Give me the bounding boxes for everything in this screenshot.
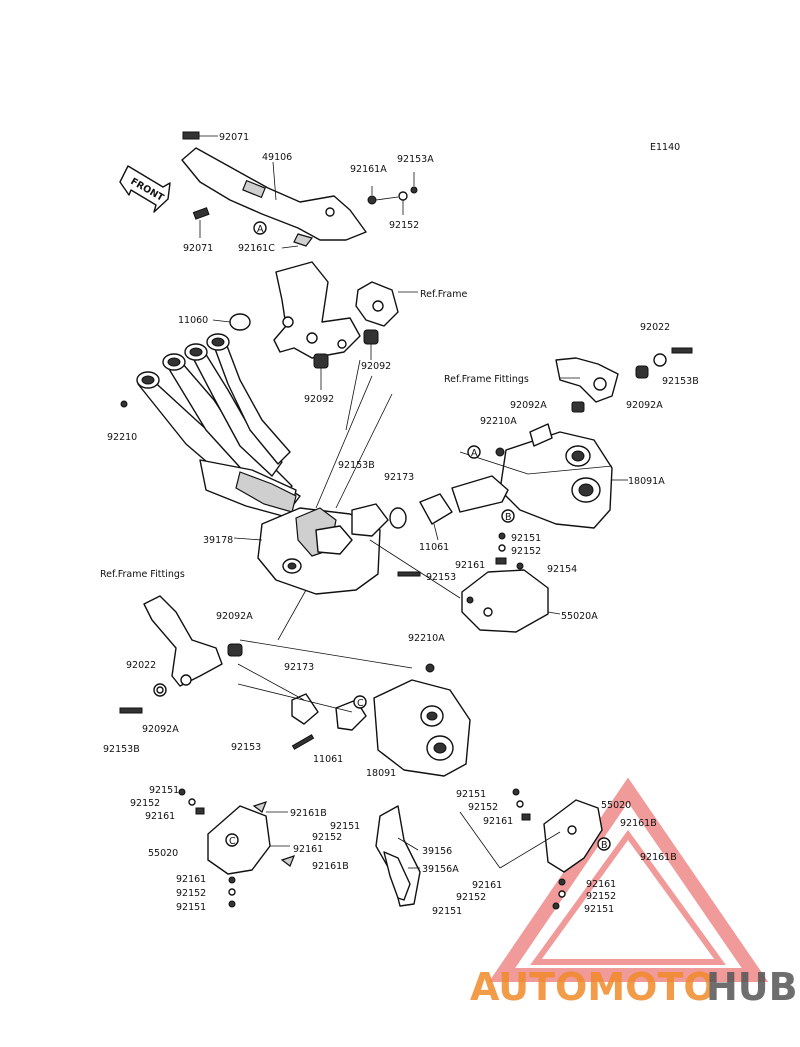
part-label: 92092 (361, 361, 391, 372)
part-label: 92151 (149, 785, 179, 796)
part-label: 92071 (183, 243, 213, 254)
part-label: Ref.Frame (420, 289, 467, 300)
part-label: 92152 (456, 892, 486, 903)
part-label: 92152 (312, 832, 342, 843)
heat-guard-49106 (181, 147, 367, 247)
muffler-18091A (451, 423, 628, 529)
callout-c-mid: C (357, 698, 364, 709)
exhaust-header-pipes (120, 333, 301, 519)
part-label: 92152 (468, 802, 498, 813)
part-label: 92151 (584, 904, 614, 915)
part-label: 92151 (456, 789, 486, 800)
part-label: 55020 (148, 848, 178, 859)
part-label: 92092A (142, 724, 179, 735)
part-label: 92161B (290, 808, 327, 819)
part-label: 18091 (366, 768, 396, 779)
part-label: 92151 (176, 902, 206, 913)
part-label: 11061 (313, 754, 343, 765)
part-label: 92161 (483, 816, 513, 827)
part-label: 92161 (455, 560, 485, 571)
part-label: 92153B (662, 376, 699, 387)
leader-lines (237, 359, 613, 713)
part-label: 92092A (216, 611, 253, 622)
part-label: 18091A (628, 476, 665, 487)
part-label: 92161B (620, 818, 657, 829)
part-label: 55020A (561, 611, 598, 622)
connector-pipe-11061-right (351, 493, 453, 541)
callout-a-top: A (257, 224, 264, 235)
watermark-text: AUTOMOTO HUB (470, 965, 798, 1009)
part-label: 92152 (130, 798, 160, 809)
part-label: 39156A (422, 864, 459, 875)
callout-b-mid: B (505, 512, 512, 523)
part-label: 92161 (176, 874, 206, 885)
part-label: 92092A (626, 400, 663, 411)
part-label: 92161C (238, 243, 275, 254)
muffler-18091 (291, 679, 471, 777)
part-label: 92092A (510, 400, 547, 411)
part-label: 92161 (145, 811, 175, 822)
small-hardware-mid (397, 447, 524, 673)
heat-guard-55020A (461, 569, 561, 633)
part-labels: E1140 92071 49106 92161A 92153A 92152 92… (100, 132, 699, 917)
part-label: 92151 (511, 533, 541, 544)
part-label: 92153 (231, 742, 261, 753)
part-label: 92210 (107, 432, 137, 443)
part-label: 92022 (640, 322, 670, 333)
pre-chamber-39178 (233, 507, 381, 595)
part-label: 92151 (432, 906, 462, 917)
callout-a-mid: A (471, 448, 478, 459)
diagram-code: E1140 (650, 142, 680, 153)
part-label: Ref.Frame Fittings (100, 569, 185, 580)
part-label: 92152 (586, 891, 616, 902)
part-label: 92210A (480, 416, 517, 427)
part-label: 39156 (422, 846, 452, 857)
part-label: 92210A (408, 633, 445, 644)
bolt-92071-top (182, 131, 218, 140)
part-label: 92152 (389, 220, 419, 231)
part-label: 92154 (547, 564, 577, 575)
part-label: 49106 (262, 152, 292, 163)
part-label: 92152 (511, 546, 541, 557)
part-label: 11060 (178, 315, 208, 326)
gasket-11060 (212, 313, 251, 331)
watermark-part2: HUB (706, 965, 798, 1009)
part-label: 92173 (284, 662, 314, 673)
part-label: 92173 (384, 472, 414, 483)
part-label: 39178 (203, 535, 233, 546)
callout-b-low: B (601, 840, 608, 851)
frame-bracket (273, 261, 418, 359)
frame-fittings-left (119, 595, 243, 714)
part-label: 92161A (350, 164, 387, 175)
part-label: 92153A (397, 154, 434, 165)
part-label: 92022 (126, 660, 156, 671)
rubber-92092-pair (313, 329, 379, 390)
heat-guard-39156 (375, 805, 421, 907)
watermark-part1: AUTOMOTO (470, 965, 716, 1009)
front-arrow: FRONT (119, 165, 171, 213)
part-label: 92153B (103, 744, 140, 755)
part-label: 92092 (304, 394, 334, 405)
part-label: 11061 (419, 542, 449, 553)
frame-fittings-right (555, 347, 693, 413)
part-label: 92153 (426, 572, 456, 583)
part-label: 92161 (586, 879, 616, 890)
part-label: 92161B (312, 861, 349, 872)
callout-c-low: C (229, 836, 236, 847)
heat-guard-55020-right (459, 788, 603, 910)
part-label: 92161 (293, 844, 323, 855)
part-label: 92071 (219, 132, 249, 143)
part-label: 92152 (176, 888, 206, 899)
part-label: 92151 (330, 821, 360, 832)
part-label: 55020 (601, 800, 631, 811)
part-label: 92161B (640, 852, 677, 863)
part-label: 92161 (472, 880, 502, 891)
callout-circles: A A B C C B (225, 221, 611, 851)
small-hardware-top (272, 161, 418, 249)
bolt-92071-bottom (192, 207, 210, 238)
part-label: 92153B (338, 460, 375, 471)
part-label: Ref.Frame Fittings (444, 374, 529, 385)
